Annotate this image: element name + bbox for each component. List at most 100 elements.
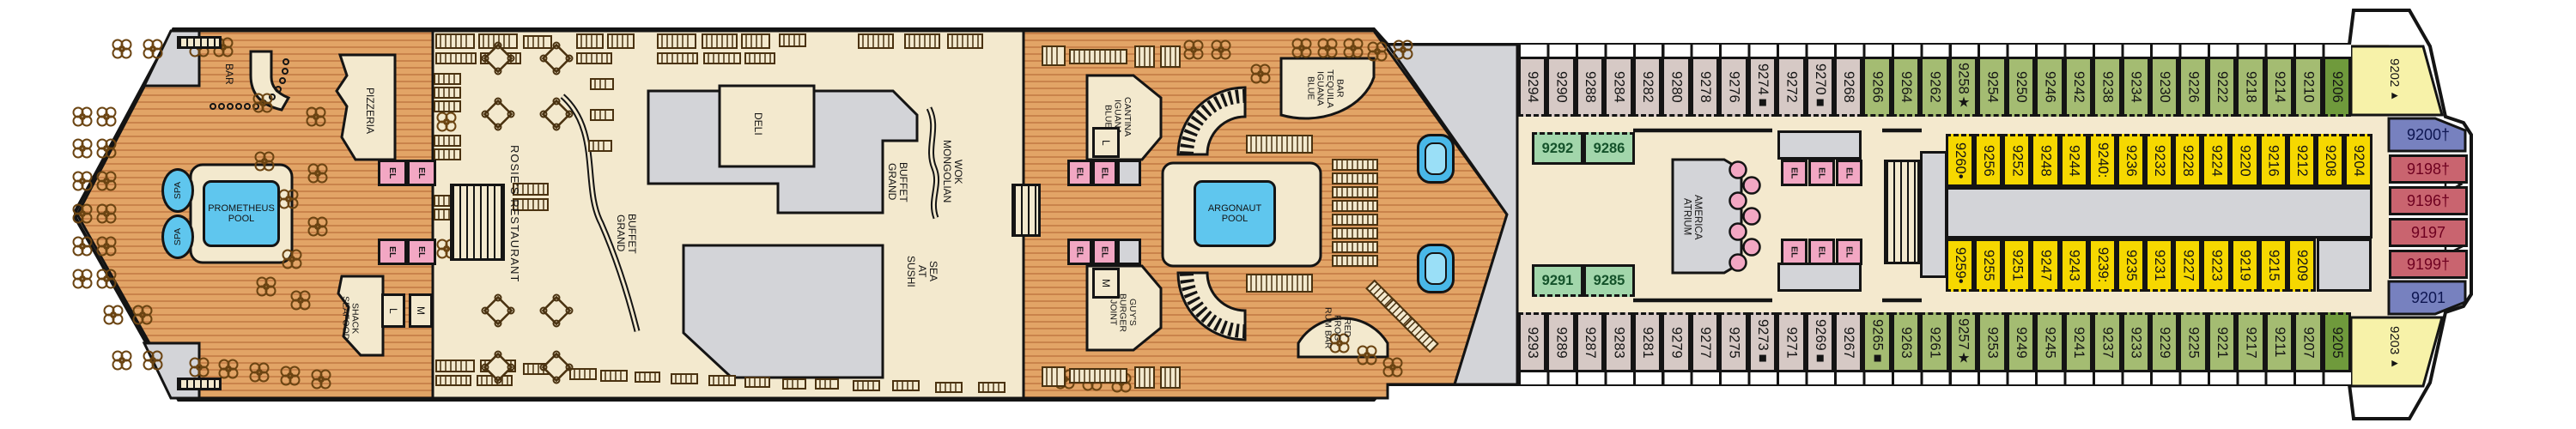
cabin-9218[interactable]: 9218 xyxy=(2236,57,2265,117)
cabin-9201[interactable]: 9201 xyxy=(2410,288,2446,306)
cabin-9256[interactable]: 9256 xyxy=(1974,134,2003,187)
elevator[interactable]: EL xyxy=(1781,239,1807,265)
cabin-9203[interactable]: 9203▸ xyxy=(2387,326,2402,371)
cabin-9249[interactable]: 9249 xyxy=(2006,312,2036,372)
cabin-9278[interactable]: 9278 xyxy=(1690,57,1720,117)
cabin-9198[interactable]: 9198† xyxy=(2389,154,2468,184)
cabin-9221[interactable]: 9221 xyxy=(2207,312,2237,372)
elevator[interactable]: EL xyxy=(378,160,407,186)
cabin-9262[interactable]: 9262 xyxy=(1920,57,1949,117)
cabin-9257[interactable]: 9257★ xyxy=(1948,312,1978,372)
cabin-9273[interactable]: 9273■ xyxy=(1747,312,1777,372)
elevator[interactable]: EL xyxy=(1836,160,1862,186)
cabin-9248[interactable]: 9248 xyxy=(2031,134,2060,187)
cabin-9253[interactable]: 9253 xyxy=(1978,312,2007,372)
cabin-9261[interactable]: 9261 xyxy=(1920,312,1949,372)
elevator[interactable]: EL xyxy=(1781,160,1807,186)
elevator[interactable]: EL xyxy=(407,239,436,265)
cabin-9252[interactable]: 9252 xyxy=(2002,134,2032,187)
cabin-9284[interactable]: 9284 xyxy=(1604,57,1633,117)
cabin-9204[interactable]: 9204 xyxy=(2343,134,2373,187)
cabin-9268[interactable]: 9268 xyxy=(1833,57,1863,117)
cabin-9210[interactable]: 9210 xyxy=(2293,57,2323,117)
elevator[interactable]: EL xyxy=(1067,239,1092,265)
cabin-9238[interactable]: 9238 xyxy=(2093,57,2122,117)
cabin-9197[interactable]: 9197 xyxy=(2389,218,2468,247)
cabin-9283[interactable]: 9283 xyxy=(1604,312,1633,372)
cabin-9237[interactable]: 9237 xyxy=(2093,312,2122,372)
elevator[interactable]: EL xyxy=(407,160,436,186)
cabin-9211[interactable]: 9211 xyxy=(2264,312,2294,372)
cabin-9229[interactable]: 9229 xyxy=(2149,312,2179,372)
cabin-9281[interactable]: 9281 xyxy=(1632,312,1662,372)
cabin-9282[interactable]: 9282 xyxy=(1632,57,1662,117)
cabin-9241[interactable]: 9241 xyxy=(2063,312,2093,372)
cabin-9196[interactable]: 9196† xyxy=(2389,186,2468,215)
cabin-9216[interactable]: 9216 xyxy=(2258,134,2287,187)
cabin-9294[interactable]: 9294 xyxy=(1518,57,1547,117)
cabin-9234[interactable]: 9234 xyxy=(2121,57,2150,117)
cabin-9276[interactable]: 9276 xyxy=(1719,57,1748,117)
cabin-9290[interactable]: 9290 xyxy=(1546,57,1576,117)
cabin-9285[interactable]: 9285 xyxy=(1583,264,1635,297)
cabin-9212[interactable]: 9212 xyxy=(2287,134,2316,187)
cabin-9220[interactable]: 9220 xyxy=(2230,134,2259,187)
cabin-9205[interactable]: 9205 xyxy=(2322,312,2352,372)
cabin-9223[interactable]: 9223 xyxy=(2202,239,2231,292)
cabin-9245[interactable]: 9245 xyxy=(2035,312,2064,372)
cabin-9269[interactable]: 9269■ xyxy=(1805,312,1834,372)
cabin-9215[interactable]: 9215 xyxy=(2258,239,2287,292)
cabin-9233[interactable]: 9233 xyxy=(2121,312,2150,372)
elevator[interactable]: EL xyxy=(1808,160,1835,186)
cabin-9243[interactable]: 9243 xyxy=(2059,239,2088,292)
cabin-9274[interactable]: 9274■ xyxy=(1747,57,1777,117)
cabin-9207[interactable]: 9207 xyxy=(2293,312,2323,372)
cabin-9235[interactable]: 9235 xyxy=(2116,239,2146,292)
cabin-9240[interactable]: 9240: xyxy=(2087,134,2117,187)
cabin-9247[interactable]: 9247 xyxy=(2031,239,2060,292)
cabin-9206[interactable]: 9206 xyxy=(2322,57,2352,117)
cabin-9263[interactable]: 9263 xyxy=(1891,312,1921,372)
cabin-9254[interactable]: 9254 xyxy=(1978,57,2007,117)
cabin-9288[interactable]: 9288 xyxy=(1575,57,1605,117)
cabin-9255[interactable]: 9255 xyxy=(1974,239,2003,292)
elevator[interactable]: EL xyxy=(378,239,407,265)
cabin-9227[interactable]: 9227 xyxy=(2173,239,2202,292)
cabin-9271[interactable]: 9271 xyxy=(1777,312,1806,372)
cabin-9251[interactable]: 9251 xyxy=(2002,239,2032,292)
cabin-9267[interactable]: 9267 xyxy=(1833,312,1863,372)
cabin-9231[interactable]: 9231 xyxy=(2145,239,2174,292)
cabin-9277[interactable]: 9277 xyxy=(1690,312,1720,372)
cabin-9265[interactable]: 9265■ xyxy=(1862,312,1892,372)
cabin-9289[interactable]: 9289 xyxy=(1546,312,1576,372)
cabin-9236[interactable]: 9236 xyxy=(2116,134,2145,187)
cabin-9275[interactable]: 9275 xyxy=(1719,312,1748,372)
elevator[interactable]: EL xyxy=(1092,160,1117,186)
cabin-9266[interactable]: 9266 xyxy=(1862,57,1892,117)
cabin-9230[interactable]: 9230 xyxy=(2149,57,2179,117)
elevator[interactable]: EL xyxy=(1808,239,1835,265)
cabin-9260[interactable]: 9260• xyxy=(1946,134,1975,187)
cabin-9246[interactable]: 9246 xyxy=(2035,57,2064,117)
cabin-9258[interactable]: 9258★ xyxy=(1948,57,1978,117)
cabin-9280[interactable]: 9280 xyxy=(1662,57,1691,117)
cabin-9219[interactable]: 9219 xyxy=(2230,239,2259,292)
elevator[interactable]: EL xyxy=(1836,239,1862,265)
cabin-9225[interactable]: 9225 xyxy=(2178,312,2208,372)
elevator[interactable]: EL xyxy=(1092,239,1117,265)
cabin-9217[interactable]: 9217 xyxy=(2236,312,2265,372)
cabin-9250[interactable]: 9250 xyxy=(2006,57,2036,117)
cabin-9239[interactable]: 9239: xyxy=(2087,239,2117,292)
cabin-9264[interactable]: 9264 xyxy=(1891,57,1921,117)
cabin-9202[interactable]: 9202▸ xyxy=(2387,58,2402,103)
cabin-9244[interactable]: 9244 xyxy=(2059,134,2088,187)
cabin-9209[interactable]: 9209 xyxy=(2287,239,2317,292)
cabin-9232[interactable]: 9232 xyxy=(2144,134,2174,187)
cabin-9259[interactable]: 9259• xyxy=(1946,239,1975,292)
cabin-9293[interactable]: 9293 xyxy=(1518,312,1547,372)
cabin-9242[interactable]: 9242 xyxy=(2063,57,2093,117)
cabin-9279[interactable]: 9279 xyxy=(1662,312,1691,372)
cabin-9286[interactable]: 9286 xyxy=(1583,132,1635,165)
cabin-9228[interactable]: 9228 xyxy=(2173,134,2202,187)
cabin-9200[interactable]: 9200† xyxy=(2406,125,2451,143)
